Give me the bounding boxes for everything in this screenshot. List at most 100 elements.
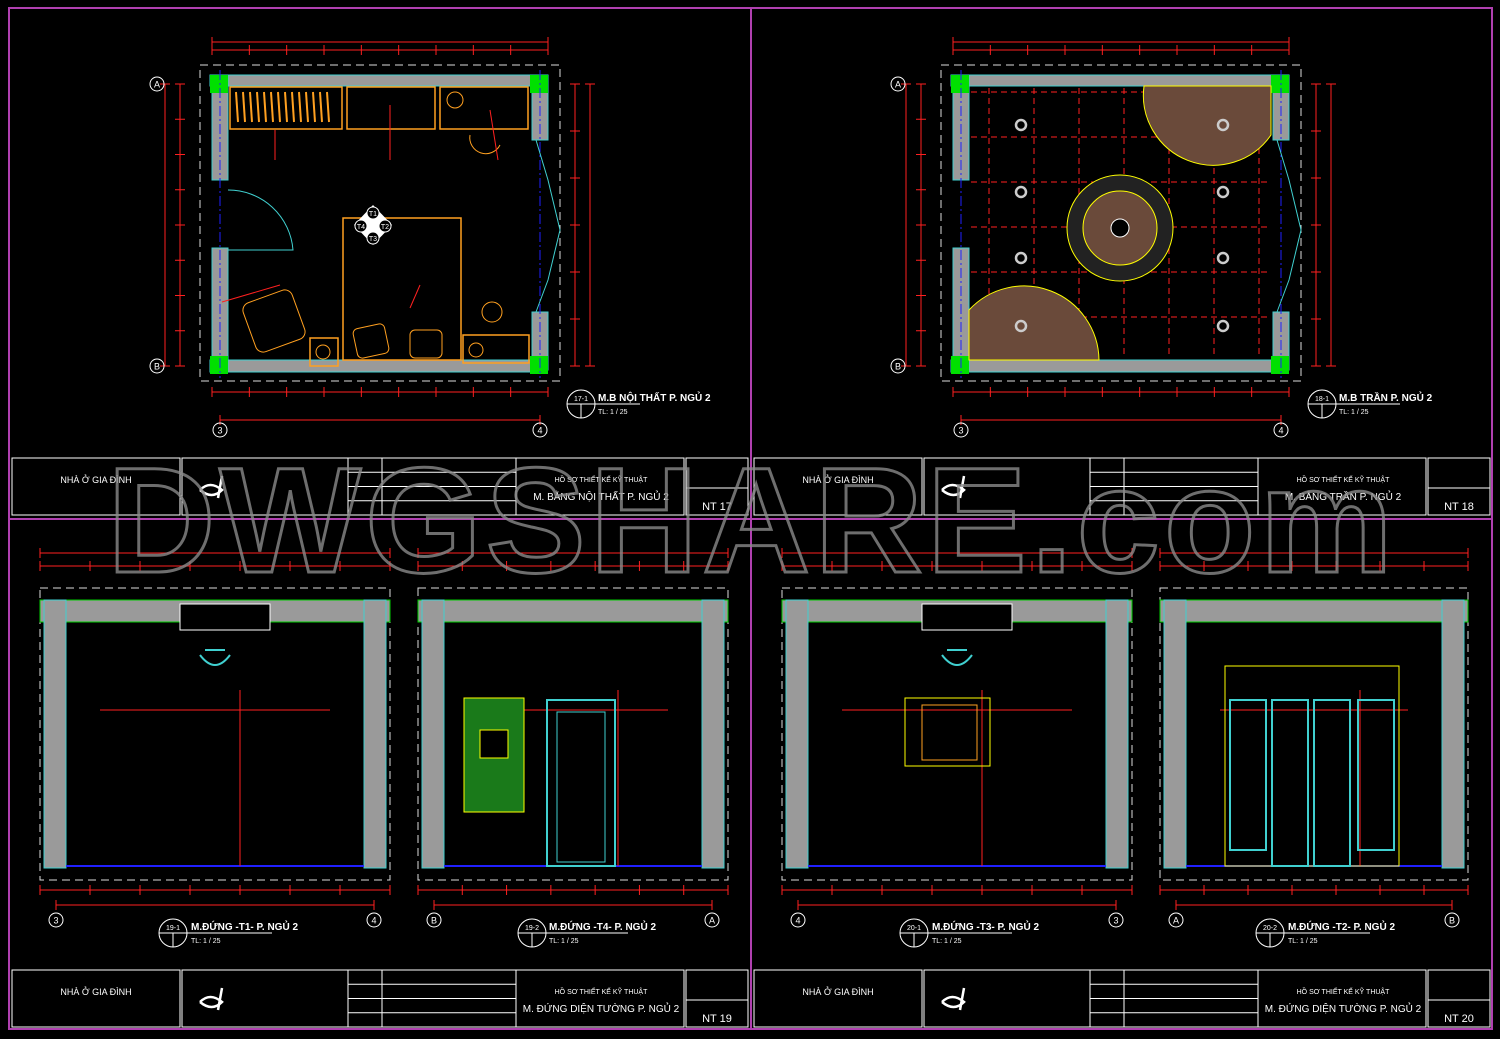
wall <box>209 74 546 87</box>
title-block-cell <box>1427 457 1491 516</box>
view-marker-label: T3 <box>369 236 377 243</box>
title-block-cell <box>1427 969 1491 1028</box>
wall <box>209 359 546 373</box>
project-name: NHÀ Ở GIA ĐÌNH <box>802 474 873 485</box>
wall-section <box>421 599 445 869</box>
axis-label: A <box>1173 916 1179 926</box>
wardrobe-hanger <box>249 91 253 123</box>
downlight <box>1216 251 1230 265</box>
axis-label: 4 <box>1278 426 1283 436</box>
axis-label: B <box>431 916 437 926</box>
eye-logo-icon <box>199 475 224 499</box>
column <box>1271 75 1289 93</box>
sheet-number: NT 20 <box>1444 1013 1474 1025</box>
furniture <box>462 334 530 364</box>
wall-section <box>1105 599 1129 869</box>
drawing-id: 19-1 <box>166 925 180 932</box>
window-leaf <box>1313 699 1351 867</box>
watermark-logo: DWGSHARE.com <box>107 436 1397 604</box>
outline-dashed <box>417 587 729 881</box>
view-marker-label: T4 <box>357 224 365 231</box>
sheet-frames <box>8 7 1493 1030</box>
drawing-title-20-2: 20-2 M.ĐỨNG -T2- P. NGỦ 2 TL: 1 / 25 <box>1255 918 1395 948</box>
axis-bubble <box>366 912 382 928</box>
column <box>530 75 548 93</box>
downlight <box>1216 319 1230 333</box>
drawing-title: M.B TRẦN P. NGỦ 2 <box>1339 391 1433 404</box>
axis-bubble <box>790 912 806 928</box>
title-block-cell <box>685 969 749 1028</box>
eye-logo-icon <box>199 987 224 1011</box>
axis-bubble <box>426 912 442 928</box>
wardrobe-hanger <box>284 91 288 123</box>
downlight <box>1014 319 1028 333</box>
wall-art <box>479 729 509 759</box>
drawing-title: M.ĐỨNG -T2- P. NGỦ 2 <box>1288 920 1395 933</box>
wall-section <box>363 599 387 869</box>
column <box>210 356 228 374</box>
drawing-scale: TL: 1 / 25 <box>598 409 628 416</box>
wall <box>950 74 1287 87</box>
column <box>951 75 969 93</box>
axis-bubble <box>953 422 969 438</box>
sheet-title: M. ĐỨNG DIỆN TƯỜNG P. NGỦ 2 <box>523 1002 680 1015</box>
downlight <box>1216 185 1230 199</box>
chandelier <box>199 649 231 666</box>
axis-bubble <box>1273 422 1289 438</box>
furniture <box>342 217 462 361</box>
wardrobe-hanger <box>270 91 274 123</box>
axis-label: A <box>154 80 160 90</box>
title-block-NT-18: NHÀ Ở GIA ĐÌNH HỒ SƠ THIẾT KẾ KỸ THUẬT M. … <box>753 457 1491 516</box>
sheet-title: M. BẰNG TRẦN P. NGỦ 2 <box>1285 490 1402 503</box>
wardrobe-hanger <box>256 91 260 123</box>
axis-bubble <box>1168 912 1184 928</box>
outline-dashed <box>781 587 1133 881</box>
wardrobe-hanger <box>298 91 302 123</box>
wardrobe-hanger <box>312 91 316 123</box>
chandelier <box>1110 218 1130 238</box>
column <box>1271 356 1289 374</box>
wall-section <box>701 599 725 869</box>
chandelier <box>941 649 973 666</box>
door <box>546 699 616 867</box>
title-block-cell <box>515 969 685 1028</box>
wardrobe-hanger <box>242 91 246 123</box>
axis-bubble <box>1444 912 1460 928</box>
axis-bubble <box>149 358 165 374</box>
title-block-cell <box>685 457 749 516</box>
document-type: HỒ SƠ THIẾT KẾ KỸ THUẬT <box>1297 986 1390 996</box>
window <box>1276 139 1302 313</box>
axis-label: 3 <box>958 426 963 436</box>
furniture <box>346 86 436 130</box>
document-type: HỒ SƠ THIẾT KẾ KỸ THUẬT <box>1297 474 1390 484</box>
ceiling-slab <box>417 599 729 623</box>
axis-label: 3 <box>1113 916 1118 926</box>
downlight <box>1014 118 1028 132</box>
leader-line <box>221 284 281 303</box>
lamp <box>315 344 331 360</box>
drawing-title: M.ĐỨNG -T1- P. NGỦ 2 <box>191 920 298 933</box>
axis-label: 4 <box>537 426 542 436</box>
sheet-title: M. BẰNG NỘI THẤT P. NGỦ 2 <box>533 490 669 503</box>
axis-bubble <box>532 422 548 438</box>
project-name: NHÀ Ở GIA ĐÌNH <box>60 986 131 997</box>
drawing-id: 20-1 <box>907 925 921 932</box>
axis-label: 4 <box>795 916 800 926</box>
wall-section <box>785 599 809 869</box>
window-leaf <box>1357 699 1395 851</box>
drawing-id: 19-2 <box>525 925 539 932</box>
ceiling-slab <box>1159 599 1469 623</box>
axis-label: A <box>709 916 715 926</box>
view-marker-label: T1 <box>369 211 377 218</box>
wall-section <box>43 599 67 869</box>
wardrobe-hanger <box>291 91 295 123</box>
drawing-scale: TL: 1 / 25 <box>191 938 221 945</box>
ceiling-panel <box>1142 85 1272 166</box>
lamp <box>468 342 484 358</box>
project-name: NHÀ Ở GIA ĐÌNH <box>802 986 873 997</box>
